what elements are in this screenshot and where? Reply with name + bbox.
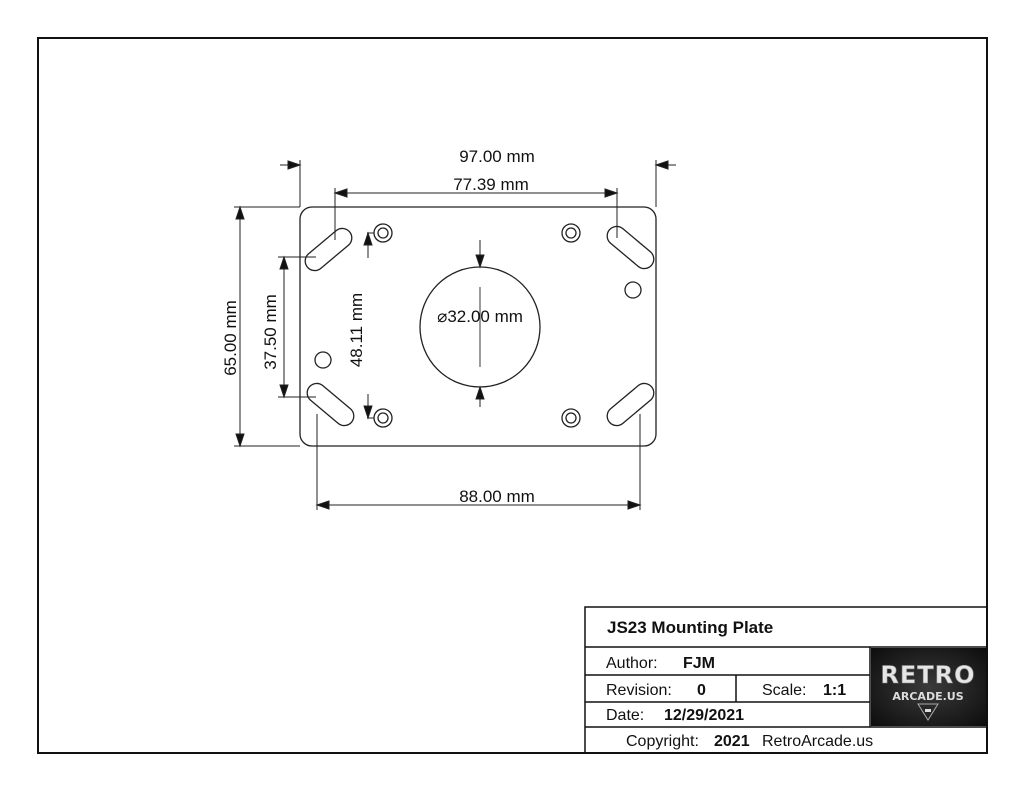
author-label: Author: [606, 655, 658, 672]
revision-label: Revision: [606, 682, 672, 699]
author-value: FJM [683, 655, 715, 672]
drawing-border [37, 37, 988, 754]
dim-overall-height: 65.00 mm [221, 300, 240, 376]
drawing-title: JS23 Mounting Plate [607, 618, 773, 637]
date-label: Date: [606, 707, 644, 724]
title-block [584, 606, 988, 754]
dim-center-hole-diameter: ⌀32.00 mm [437, 307, 523, 326]
scale-value: 1:1 [823, 682, 846, 699]
dim-hole-spacing-vertical: 48.11 mm [347, 293, 366, 367]
logo-joystick-icon [925, 709, 931, 712]
slot-top-left [304, 227, 353, 272]
dim-slot-spacing-top: 77.39 mm [453, 175, 529, 194]
screw-hole-top-left [373, 223, 393, 243]
logo-line2: ARCADE.US [892, 690, 963, 703]
date-value: 12/29/2021 [664, 707, 744, 724]
slot-bottom-right [606, 382, 655, 427]
small-hole-right [624, 281, 642, 299]
scale-label: Scale: [762, 682, 806, 699]
retroarcade-logo: RETRO ARCADE.US [871, 648, 986, 726]
small-hole-left [314, 351, 332, 369]
dim-slot-spacing-bottom: 88.00 mm [459, 487, 535, 506]
logo-line1: RETRO [880, 661, 975, 689]
copyright-owner: RetroArcade.us [762, 733, 873, 750]
screw-hole-bottom-left [373, 408, 393, 428]
slot-top-right [606, 225, 655, 270]
dim-slot-spacing-vertical: 37.50 mm [261, 294, 280, 370]
dim-overall-width: 97.00 mm [459, 147, 535, 166]
revision-value: 0 [697, 682, 706, 699]
copyright-year: 2021 [714, 733, 750, 750]
dimension-lines [234, 160, 676, 510]
copyright-label: Copyright: [626, 733, 699, 750]
logo-triangle-icon [917, 703, 939, 721]
screw-hole-top-right [561, 223, 581, 243]
plate-outline [299, 206, 657, 447]
slot-bottom-left [306, 382, 355, 427]
screw-hole-bottom-right [561, 408, 581, 428]
mounting-plate [299, 206, 657, 447]
